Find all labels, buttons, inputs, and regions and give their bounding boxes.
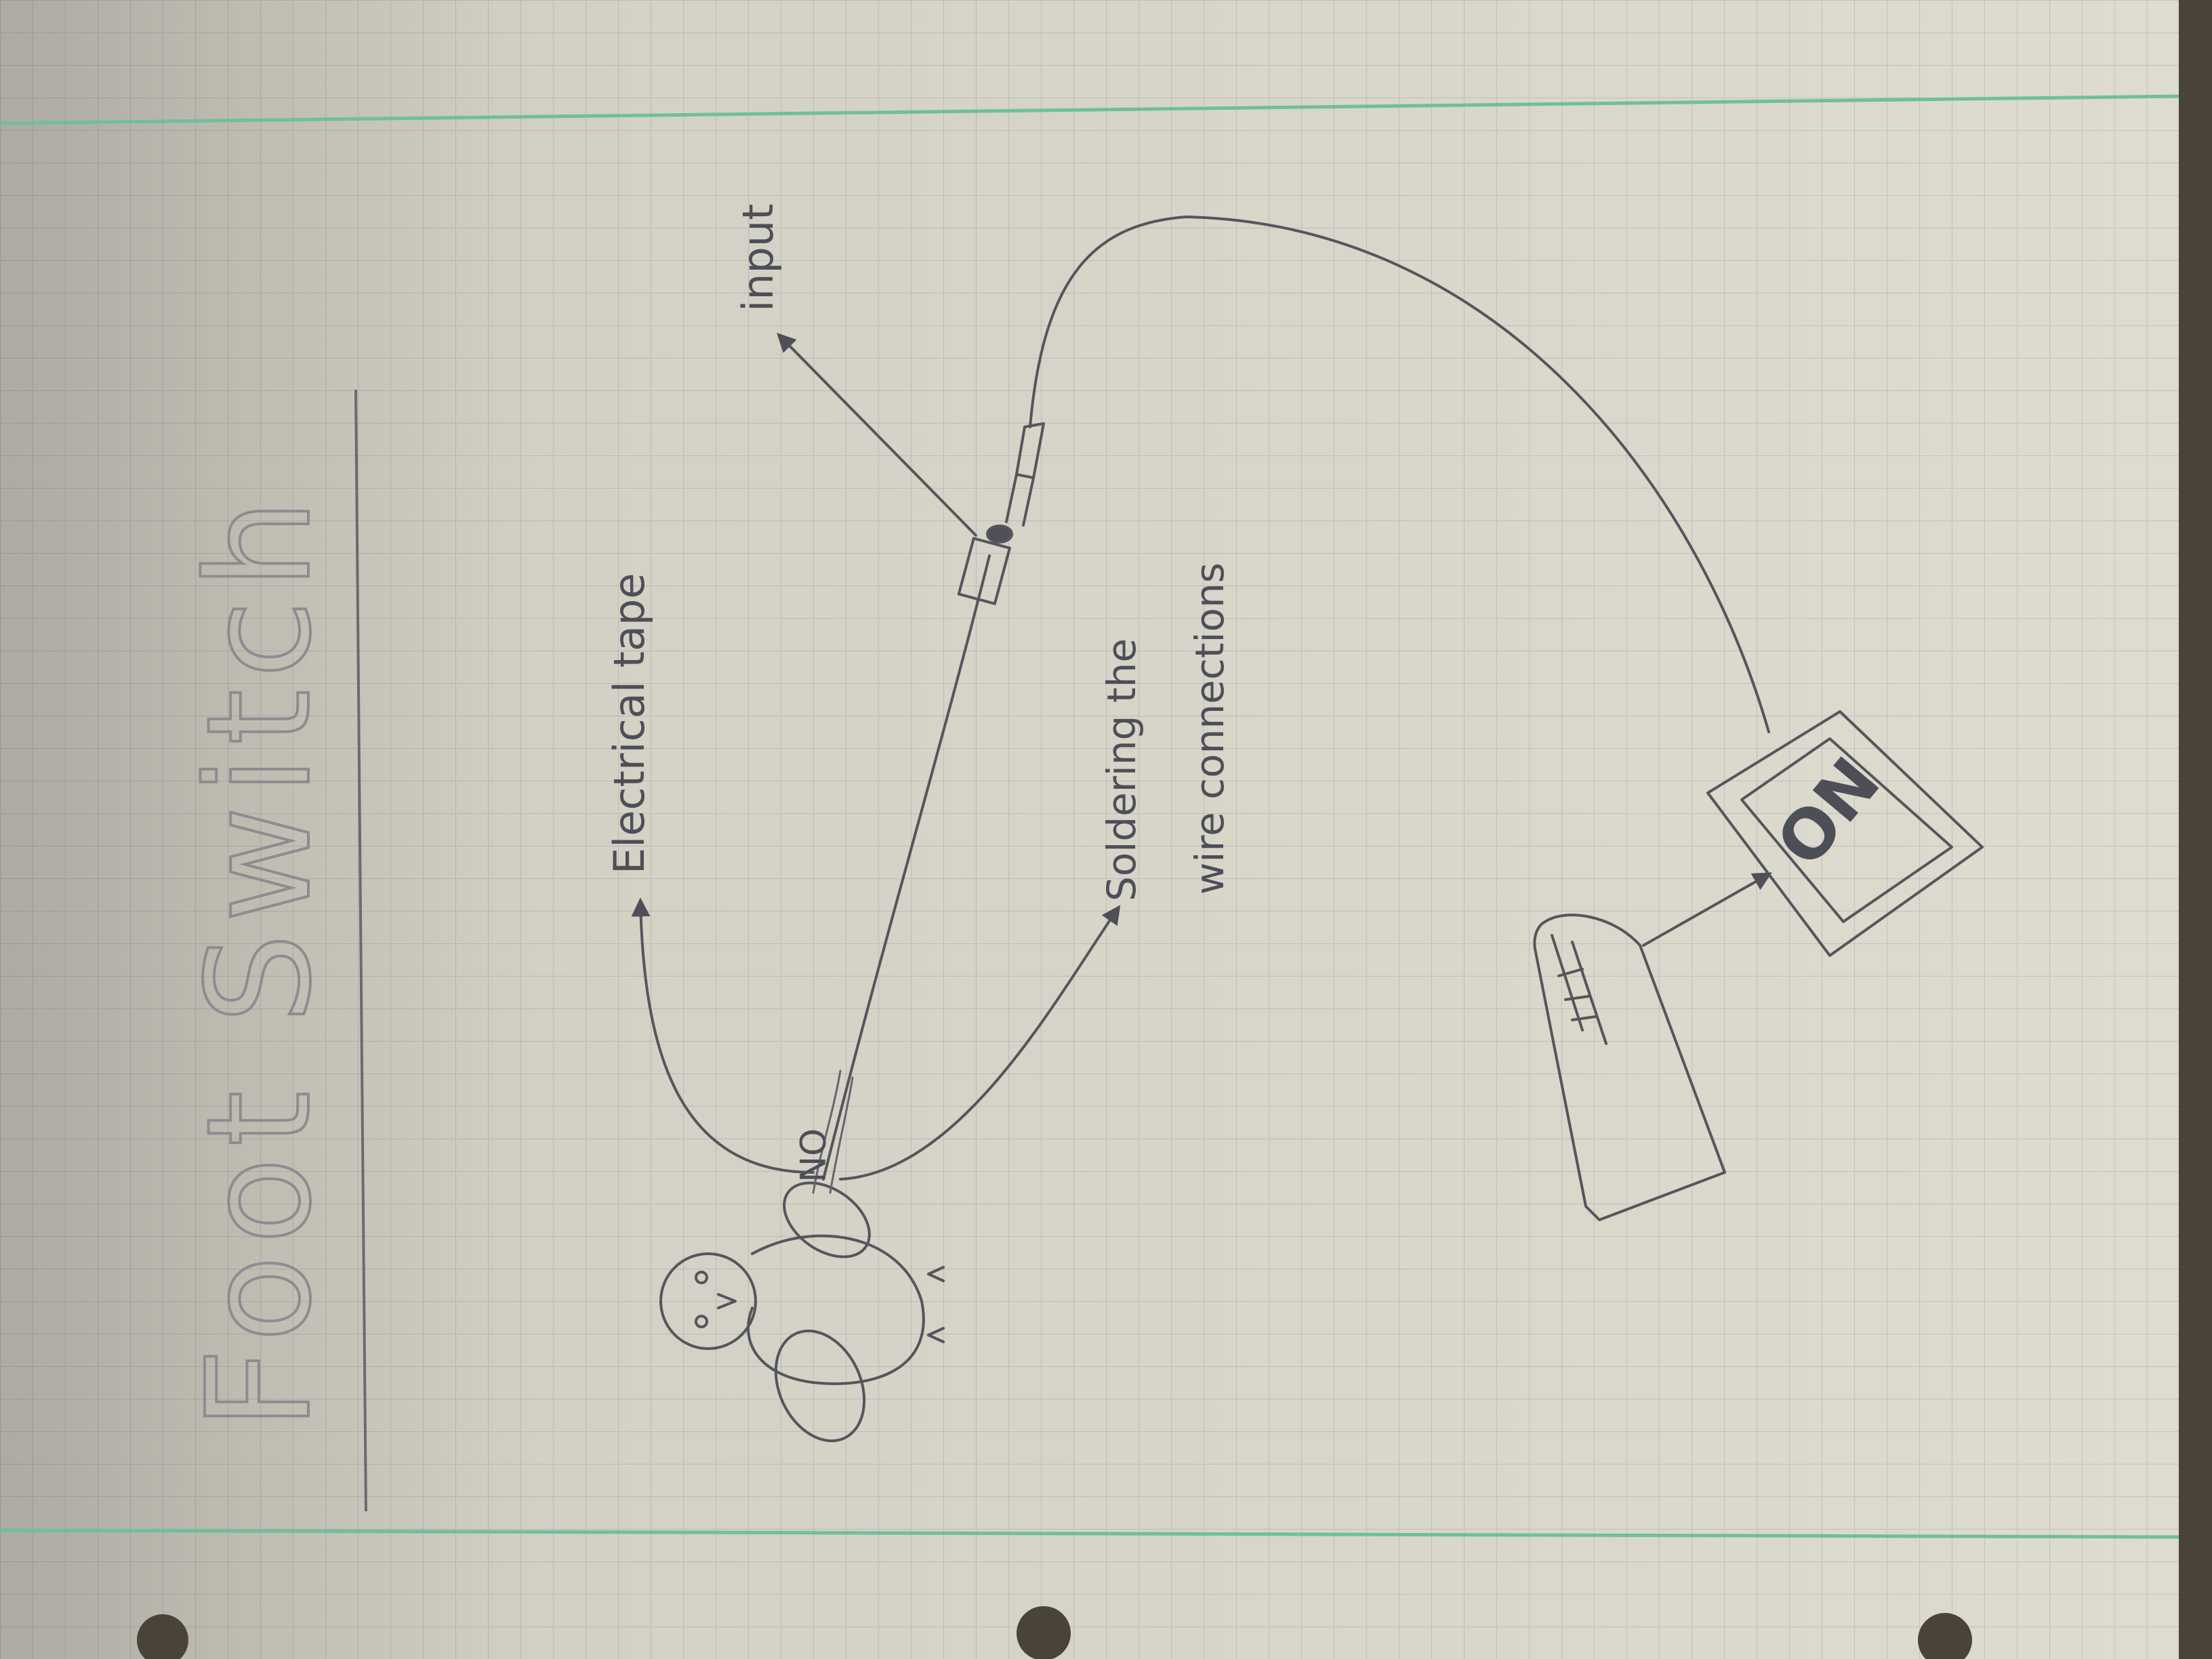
label-electrical-tape: Electrical tape [605, 573, 654, 874]
top-margin-line [0, 94, 2179, 125]
on-switch-box [1706, 710, 1984, 957]
arrow-electrical-tape [631, 897, 815, 1174]
bottom-margin-line [0, 1528, 2179, 1539]
arrow-input [777, 333, 977, 537]
wire-to-jack [822, 554, 991, 1181]
cable-to-switch [1029, 216, 1770, 733]
notebook-hole-right [1918, 1613, 1972, 1659]
wire-taped-section [812, 1069, 854, 1194]
arrow-shoe-to-switch [1642, 872, 1772, 947]
bird-toy-sketch [659, 1181, 945, 1443]
arrow-soldering [839, 905, 1121, 1181]
diagram-title: Foot Switch [176, 488, 342, 1430]
notebook-hole-middle [1017, 1606, 1071, 1659]
label-soldering-line1: Soldering the [1099, 638, 1145, 901]
label-soldering-line2: wire connections [1187, 562, 1233, 895]
title-underline [354, 389, 367, 1512]
notebook-hole-left [137, 1614, 188, 1659]
label-input: input [733, 204, 783, 312]
shoe-sketch [1533, 914, 1726, 1221]
audio-jack-plug [957, 422, 1045, 605]
bird-on-label: ON [791, 1128, 832, 1183]
